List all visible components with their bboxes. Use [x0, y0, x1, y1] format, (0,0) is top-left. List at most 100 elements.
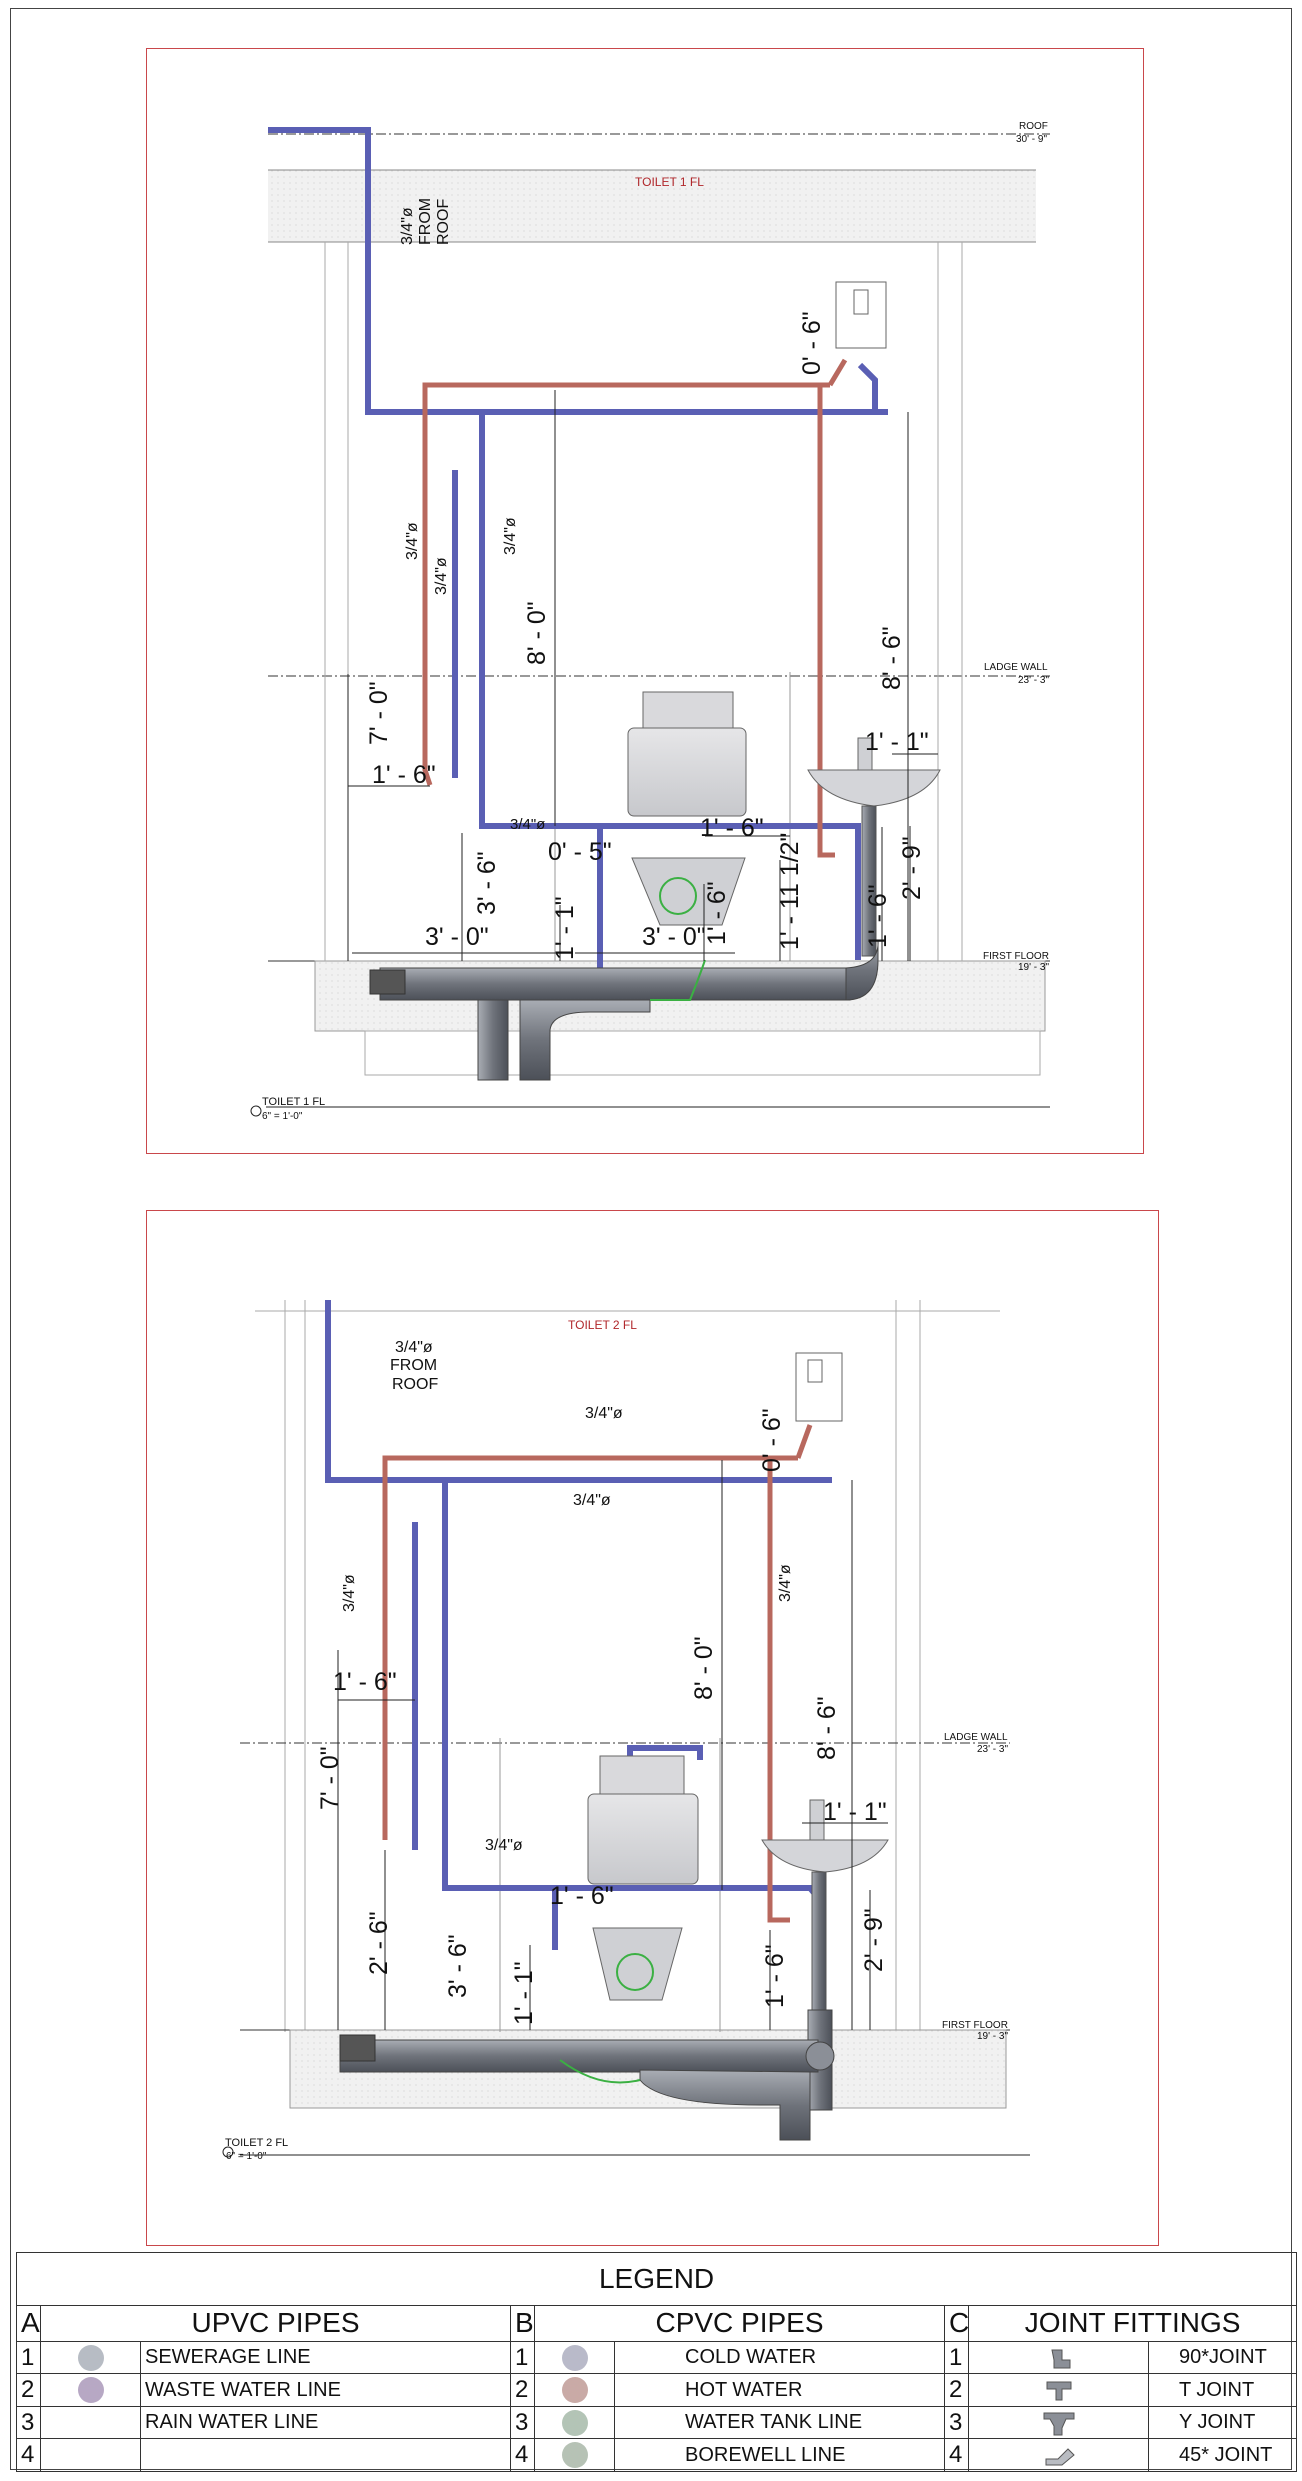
- 45-degree-joint-icon: [1045, 2448, 1075, 2466]
- view1-ledge-level-elev: 23' - 3": [1018, 675, 1050, 686]
- legend-row: 3 RAIN WATER LINE 3 WATER TANK LINE 3 Y …: [16, 2405, 1298, 2440]
- legend-group-b-letter: B: [510, 2305, 535, 2342]
- legend-row-number: 1: [944, 2340, 969, 2375]
- view2-dim-7-0: 7' - 0": [316, 1746, 344, 1810]
- view2-dim-1-6-c: 1' - 6": [761, 1944, 789, 2008]
- view1-from-roof-note-1: 3/4"ø: [399, 207, 416, 245]
- legend-label: [140, 2438, 511, 2472]
- view1-dim-1-1-b: 1' - 1": [551, 896, 579, 960]
- view-frame-toilet-2: [146, 1210, 1159, 2246]
- view1-roof-level-elev: 30' - 9": [1016, 134, 1048, 145]
- view2-from-roof-note-3: ROOF: [392, 1376, 439, 1393]
- view2-dim-3-6: 3' - 6": [444, 1934, 472, 1998]
- legend-row: 4 4 BOREWELL LINE 4 45* JOINT: [16, 2438, 1298, 2472]
- view1-dim-1-6-d: 1' - 6": [864, 884, 892, 948]
- view1-dim-0-6: 0' - 6": [798, 311, 826, 375]
- view2-dim-2-6: 2' - 6": [365, 1911, 393, 1975]
- view1-floor-level-name: FIRST FLOOR: [983, 951, 1049, 962]
- legend-table: LEGEND A UPVC PIPES B CPVC PIPES C JOINT…: [15, 2251, 1298, 2472]
- view2-dim-0-6: 0' - 6": [758, 1408, 786, 1472]
- view2-pipe-note-top: 3/4"ø: [585, 1405, 623, 1422]
- legend-row-number: 2: [16, 2373, 41, 2407]
- waste-water-line-swatch: [77, 2377, 104, 2404]
- view1-dim-1-1: 1' - 1": [865, 728, 929, 756]
- water-tank-line-swatch: [561, 2409, 588, 2436]
- legend-row-number: 4: [16, 2438, 41, 2472]
- legend-row-number: 1: [16, 2340, 41, 2375]
- view1-ledge-level-name: LADGE WALL: [984, 662, 1048, 673]
- view1-pipe-note-d: 3/4"ø: [510, 816, 546, 833]
- view2-from-roof-note-1: 3/4"ø: [395, 1339, 433, 1356]
- cold-water-swatch: [561, 2344, 588, 2371]
- view2-dim-8-6: 8' - 6": [813, 1696, 841, 1760]
- legend-label: RAIN WATER LINE: [140, 2405, 511, 2440]
- legend-label: T JOINT: [1147, 2373, 1298, 2407]
- view1-dim-8-0: 8' - 0": [523, 601, 551, 665]
- legend-group-c-title: JOINT FITTINGS: [967, 2305, 1298, 2342]
- legend-label: SEWERAGE LINE: [140, 2340, 511, 2375]
- sewerage-line-swatch: [77, 2344, 104, 2371]
- view1-from-roof-note-3: ROOF: [435, 198, 452, 245]
- view2-drawing: [222, 1300, 1030, 2158]
- legend-label: 90*JOINT: [1147, 2340, 1298, 2375]
- view1-plan-tag: TOILET 1 FL: [262, 1096, 326, 1108]
- legend-label: COLD WATER: [614, 2340, 945, 2375]
- view1-dim-1-6-b: 1' - 6": [700, 814, 764, 842]
- view1-pipe-note-b: 3/4"ø: [433, 557, 450, 595]
- legend-row-number: 4: [510, 2438, 535, 2472]
- legend-group-b-title: CPVC PIPES: [534, 2305, 945, 2342]
- legend-label: Y JOINT: [1147, 2405, 1298, 2440]
- view1-pipe-note-a: 3/4"ø: [404, 522, 421, 560]
- view2-dim-1-6-a: 1' - 6": [333, 1668, 397, 1696]
- legend-row-number: 3: [944, 2405, 969, 2440]
- view1-floor-level-elev: 19' - 3": [1018, 962, 1050, 973]
- borewell-line-swatch: [561, 2442, 588, 2469]
- view1-drawing: [250, 127, 1050, 1117]
- legend-label: HOT WATER: [614, 2373, 945, 2407]
- view2-ledge-level-name: LADGE WALL: [944, 1732, 1008, 1743]
- view2-dim-2-9: 2' - 9": [860, 1908, 888, 1972]
- legend-label: WASTE WATER LINE: [140, 2373, 511, 2407]
- hot-water-swatch: [561, 2377, 588, 2404]
- t-joint-icon: [1046, 2381, 1071, 2401]
- view2-pipe-note-mid: 3/4"ø: [573, 1492, 611, 1509]
- legend-row-number: 4: [944, 2438, 969, 2472]
- view2-dim-1-1-a: 1' - 1": [823, 1798, 887, 1826]
- view2-plan-tag: TOILET 2 FL: [225, 2137, 289, 2149]
- view1-dim-3-6: 3' - 6": [473, 851, 501, 915]
- legend-group-a-title: UPVC PIPES: [40, 2305, 511, 2342]
- legend-row-number: 3: [16, 2405, 41, 2440]
- view1-dim-0-5: 0' - 5": [548, 838, 612, 866]
- view1-dim-8-6: 8' - 6": [878, 626, 906, 690]
- legend-row-number: 1: [510, 2340, 535, 2375]
- 90-degree-joint-icon: [1050, 2349, 1070, 2369]
- view2-scale: 6" = 1'-0": [226, 2151, 267, 2162]
- view2-floor-level-name: FIRST FLOOR: [942, 2020, 1008, 2031]
- view1-dim-2-9: 2' - 9": [898, 836, 926, 900]
- view2-from-roof-note-2: FROM: [390, 1357, 438, 1374]
- view1-title: TOILET 1 FL: [635, 175, 704, 189]
- y-joint-icon: [1043, 2412, 1074, 2436]
- legend-group-a-letter: A: [16, 2305, 41, 2342]
- legend-row: 2 WASTE WATER LINE 2 HOT WATER 2 T JOINT: [16, 2373, 1298, 2407]
- view1-roof-level-name: ROOF: [1019, 121, 1048, 132]
- view1-dim-7-0: 7' - 0": [365, 681, 393, 745]
- view-frame-toilet-1: [146, 48, 1144, 1154]
- legend-label: 45* JOINT: [1147, 2438, 1298, 2472]
- legend-label: WATER TANK LINE: [614, 2405, 945, 2440]
- legend-row-number: 2: [510, 2373, 535, 2407]
- view2-dim-8-0: 8' - 0": [690, 1636, 718, 1700]
- view1-from-roof-note-2: FROM: [417, 197, 434, 245]
- legend-title: LEGEND: [15, 2251, 1298, 2307]
- legend-row-number: 3: [510, 2405, 535, 2440]
- view2-pipe-note-right: 3/4"ø: [777, 1564, 794, 1602]
- legend-label: BOREWELL LINE: [614, 2438, 945, 2472]
- view1-scale: 6" = 1'-0": [262, 1111, 303, 1122]
- view1-pipe-note-c: 3/4"ø: [502, 517, 519, 555]
- view1-dim-3-0-b: 3' - 0": [642, 923, 706, 951]
- legend-row-number: 2: [944, 2373, 969, 2407]
- view2-pipe-note-low: 3/4"ø: [485, 1837, 523, 1854]
- view2-dim-1-1-b: 1' - 1": [510, 1961, 538, 2025]
- view1-dim-1-6-c: 1' - 6": [703, 881, 731, 945]
- view2-dim-1-6-b: 1' - 6": [550, 1882, 614, 1910]
